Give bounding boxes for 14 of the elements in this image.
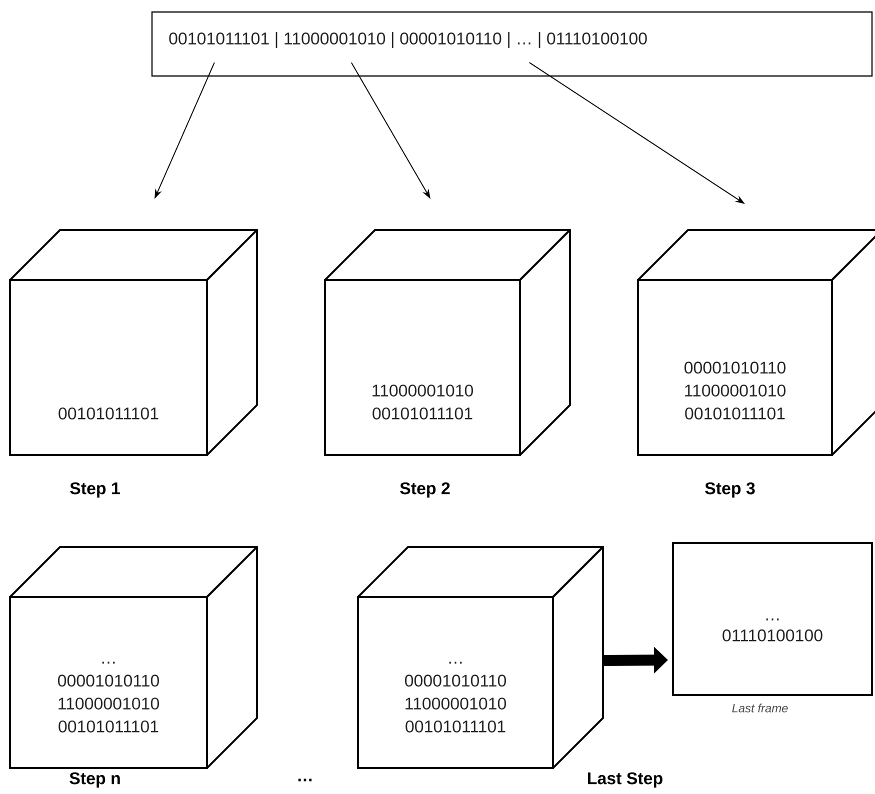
step-label: Last Step (588, 772, 662, 788)
cube-drawing: 00001010110 11000001010 00101011101 (637, 229, 875, 456)
step-label: Step 3 (705, 482, 755, 498)
ellipsis-label: … (298, 778, 312, 782)
bitstream-box: 00101011101 | 11000001010 | 00001010110 | … | 01110100100 (151, 11, 873, 77)
cube-drawing: 11000001010 00101011101 (324, 229, 571, 456)
step-label: Step n (70, 772, 120, 788)
frame-caption: Last frame (732, 704, 788, 712)
cube-drawing: … 00001010110 11000001010 00101011101 (357, 546, 604, 769)
frame-box: … 01110100100 (672, 542, 873, 696)
cube-drawing: … 00001010110 11000001010 00101011101 (9, 546, 258, 769)
step-label: Step 2 (400, 482, 450, 498)
step-label: Step 1 (70, 482, 120, 498)
cube-drawing: 00101011101 (9, 229, 258, 456)
